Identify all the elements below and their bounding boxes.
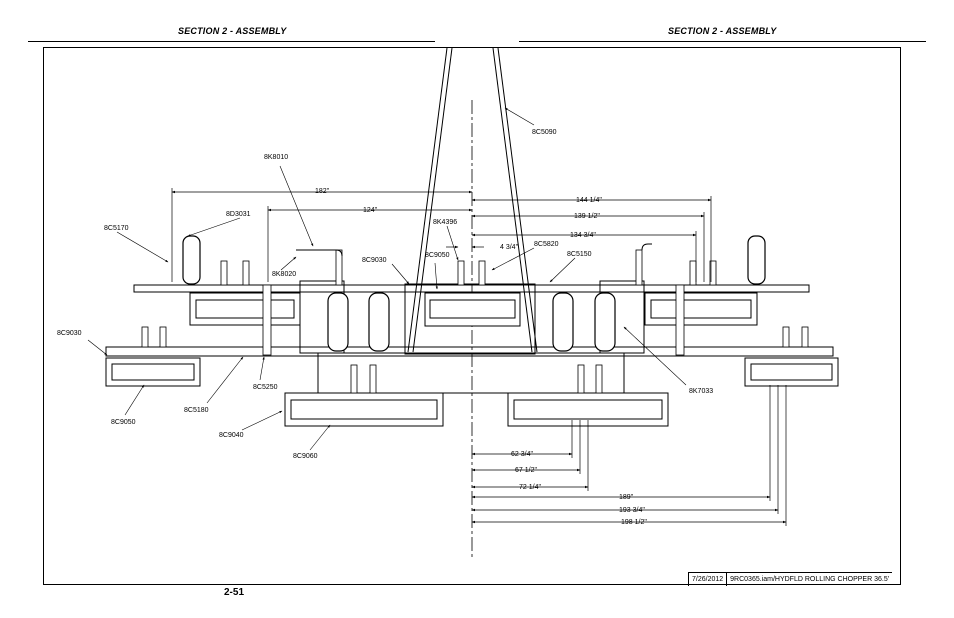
dimension-134-3-4: 134 3/4" <box>570 232 596 239</box>
callout-8C5820: 8C5820 <box>534 241 559 248</box>
dimension-124: 124" <box>363 207 378 214</box>
header-rule-right <box>519 41 926 42</box>
roller-assemblies <box>105 292 839 427</box>
dimension-182: 182" <box>315 188 330 195</box>
callout-8K8020: 8K8020 <box>272 271 296 278</box>
callout-8C9030-top: 8C9030 <box>362 257 387 264</box>
title-block: 7/26/2012 9RC0365.iam/HYDFLD ROLLING CHO… <box>688 572 893 586</box>
dimension-62-3-4: 62 3/4" <box>511 451 533 458</box>
section-header-right: SECTION 2 - ASSEMBLY <box>668 26 777 36</box>
section-header-left: SECTION 2 - ASSEMBLY <box>178 26 287 36</box>
callout-8C9030-left: 8C9030 <box>57 330 82 337</box>
drawing-frame <box>43 47 901 585</box>
callout-8K7033: 8K7033 <box>689 388 713 395</box>
dimension-193-3-4: 193 3/4" <box>619 507 645 514</box>
callout-8C5090: 8C5090 <box>532 129 557 136</box>
callout-8C5180: 8C5180 <box>184 407 209 414</box>
callout-8D3031: 8D3031 <box>226 211 251 218</box>
callout-8C5150: 8C5150 <box>567 251 592 258</box>
title-block-date: 7/26/2012 <box>689 573 728 586</box>
wheels <box>182 235 766 352</box>
callout-8K4396: 8K4396 <box>433 219 457 226</box>
callout-8C9060: 8C9060 <box>293 453 318 460</box>
dimension-144-1-4: 144 1/4" <box>576 197 602 204</box>
dimension-189: 189" <box>619 494 634 501</box>
callout-8C5170: 8C5170 <box>104 225 129 232</box>
dimension-4-3-4: 4 3/4" <box>500 244 519 251</box>
leader-lines <box>87 107 687 451</box>
dimension-198-1-2: 198 1/2" <box>621 519 647 526</box>
hydraulic-cylinders <box>141 249 809 394</box>
dimension-139-1-2: 139 1/2" <box>574 213 600 220</box>
callout-8C9050-left: 8C9050 <box>111 419 136 426</box>
dimension-67-1-2: 67 1/2" <box>515 467 537 474</box>
page-number: 2-51 <box>224 587 245 598</box>
callout-8C9040: 8C9040 <box>219 432 244 439</box>
callout-8C9050-top: 8C9050 <box>425 252 450 259</box>
dimension-lines <box>171 188 787 526</box>
hose-arms <box>296 243 652 257</box>
callout-8K8010: 8K8010 <box>264 154 288 161</box>
header-rule-left <box>28 41 435 42</box>
dimension-72-1-4: 72 1/4" <box>519 484 541 491</box>
callout-8C5250: 8C5250 <box>253 384 278 391</box>
title-block-file: 9RC0365.iam/HYDFLD ROLLING CHOPPER 36.5' <box>730 576 890 583</box>
